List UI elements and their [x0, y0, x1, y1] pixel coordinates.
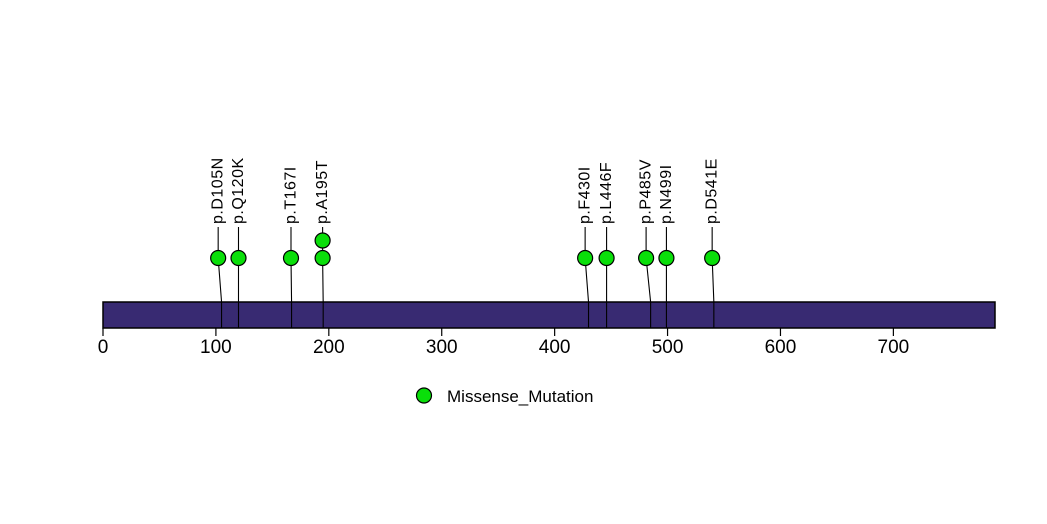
mutation-label: p.F430I — [577, 166, 594, 224]
mutation-label: p.D541E — [704, 158, 721, 224]
mutation-label: p.L446F — [598, 162, 615, 224]
mutation-point — [577, 249, 594, 267]
mutation-label: p.P485V — [638, 159, 655, 224]
mutation-label: p.T167I — [282, 166, 299, 224]
mutation-point — [704, 249, 721, 267]
mutation-point — [230, 249, 247, 267]
axis-tick-label: 700 — [878, 337, 910, 358]
mutation-point — [210, 249, 227, 267]
mutation-point — [638, 249, 655, 267]
mutation-point — [658, 249, 675, 267]
legend: Missense_Mutation — [415, 387, 593, 406]
axis-tick-label: 600 — [765, 337, 797, 358]
mutation-point — [314, 232, 331, 249]
protein-backbone — [102, 301, 996, 329]
mutation-stem — [290, 227, 293, 328]
mutation-point — [314, 249, 331, 267]
mutation-stem — [645, 227, 652, 328]
mutation-label: p.N499I — [658, 164, 675, 224]
axis-tick-label: 300 — [426, 337, 458, 358]
axis-tick-label: 200 — [313, 337, 345, 358]
mutation-points — [210, 232, 721, 267]
axis-tick-label: 0 — [98, 337, 109, 358]
axis-tick-label: 100 — [200, 337, 232, 358]
legend-label: Missense_Mutation — [447, 387, 593, 406]
backbone-group — [102, 301, 996, 329]
axis-tick-label: 500 — [652, 337, 684, 358]
mutation-stem — [217, 227, 223, 328]
mutation-stem — [584, 227, 590, 328]
mutation-point — [282, 249, 300, 267]
axis: 0 100 200 300 400 500 600 700 — [98, 328, 910, 358]
axis-tick-label: 400 — [539, 337, 571, 358]
mutation-point — [598, 249, 615, 267]
legend-missense-marker-icon — [415, 387, 433, 404]
mutation-stem — [711, 227, 715, 328]
mutation-label: p.D105N — [210, 157, 227, 224]
mutation-label: p.Q120K — [230, 157, 247, 224]
mutation-label: p.A195T — [314, 160, 331, 224]
